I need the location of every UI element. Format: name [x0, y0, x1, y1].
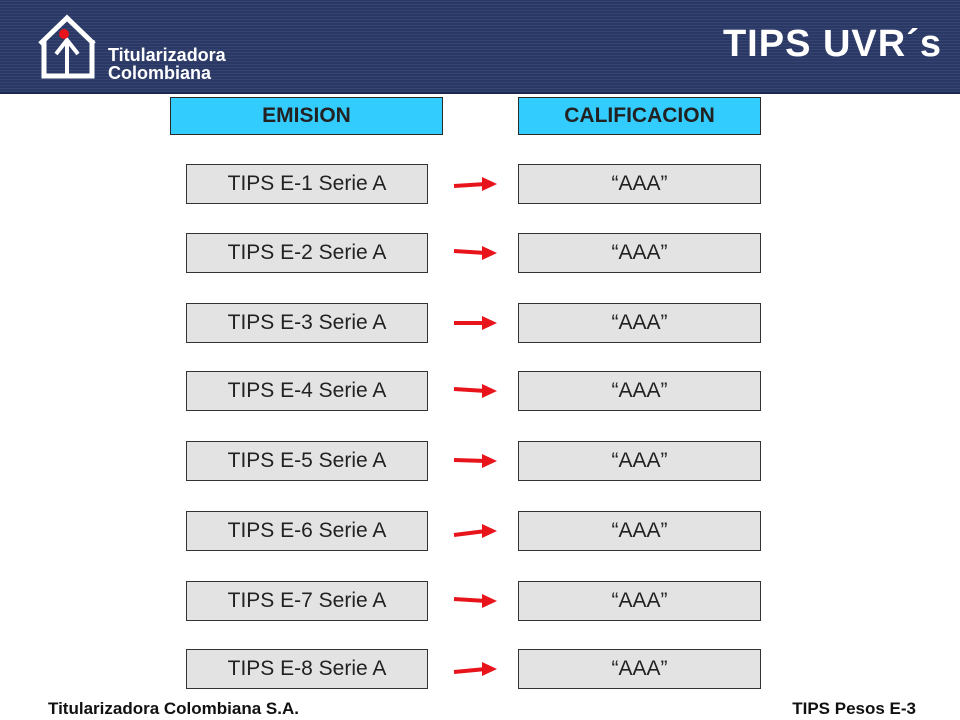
emision-box: TIPS E-6 Serie A [186, 511, 428, 551]
arrow-right-icon [453, 177, 497, 191]
arrow-right-icon [453, 524, 497, 538]
calificacion-box: “AAA” [518, 441, 761, 481]
list-item: TIPS E-2 Serie A “AAA” [0, 233, 960, 273]
arrow-right-icon [453, 454, 497, 468]
footer-page-label: TIPS Pesos E-3 [792, 699, 916, 718]
list-item: TIPS E-4 Serie A “AAA” [0, 371, 960, 411]
emision-box: TIPS E-7 Serie A [186, 581, 428, 621]
calificacion-box: “AAA” [518, 371, 761, 411]
column-header-emision: EMISION [170, 97, 443, 135]
emision-box: TIPS E-5 Serie A [186, 441, 428, 481]
calificacion-box: “AAA” [518, 233, 761, 273]
arrow-right-icon [453, 662, 497, 676]
emision-box: TIPS E-1 Serie A [186, 164, 428, 204]
emision-box: TIPS E-8 Serie A [186, 649, 428, 689]
calificacion-box: “AAA” [518, 511, 761, 551]
arrow-right-icon [453, 384, 497, 398]
header-bar: Titularizadora Colombiana TIPS UVR´s [0, 0, 960, 94]
company-logo: Titularizadora Colombiana [34, 10, 274, 84]
column-header-calificacion: CALIFICACION [518, 97, 761, 135]
list-item: TIPS E-5 Serie A “AAA” [0, 441, 960, 481]
logo-wordmark: Titularizadora Colombiana [108, 46, 226, 82]
list-item: TIPS E-3 Serie A “AAA” [0, 303, 960, 343]
logo-line-2: Colombiana [108, 63, 212, 83]
list-item: TIPS E-6 Serie A “AAA” [0, 511, 960, 551]
calificacion-box: “AAA” [518, 581, 761, 621]
house-arrow-logo-icon [38, 14, 96, 79]
arrow-right-icon [454, 316, 497, 330]
emision-box: TIPS E-2 Serie A [186, 233, 428, 273]
list-item: TIPS E-1 Serie A “AAA” [0, 164, 960, 204]
slide-title: TIPS UVR´s [722, 23, 942, 65]
calificacion-box: “AAA” [518, 303, 761, 343]
emision-box: TIPS E-3 Serie A [186, 303, 428, 343]
calificacion-box: “AAA” [518, 649, 761, 689]
list-item: TIPS E-8 Serie A “AAA” [0, 649, 960, 689]
logo-line-1: Titularizadora [108, 45, 226, 65]
arrow-right-icon [453, 246, 497, 260]
footer-company: Titularizadora Colombiana S.A. [48, 699, 299, 718]
list-item: TIPS E-7 Serie A “AAA” [0, 581, 960, 621]
calificacion-box: “AAA” [518, 164, 761, 204]
arrow-right-icon [453, 594, 497, 608]
emision-box: TIPS E-4 Serie A [186, 371, 428, 411]
